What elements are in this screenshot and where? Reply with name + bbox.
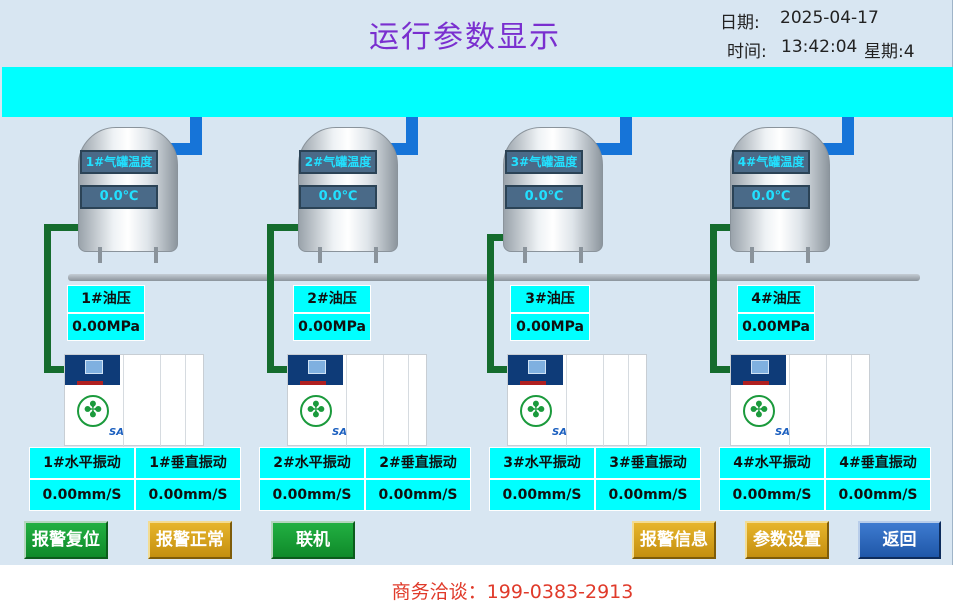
vibration-v-label-3: 3#垂直振动 xyxy=(595,447,701,479)
page-title: 运行参数显示 xyxy=(369,20,561,55)
alarm-reset-button[interactable]: 报警复位 xyxy=(24,521,108,559)
compressor-logo: SA xyxy=(552,427,567,438)
green-pipe-1-top xyxy=(44,224,80,231)
air-compressor-2: ✤ SA xyxy=(287,354,427,447)
green-pipe-4-bottom xyxy=(710,366,732,373)
time-value: 13:42:04 xyxy=(781,37,858,57)
compressor-logo: SA xyxy=(332,427,347,438)
date-value: 2025-04-17 xyxy=(780,8,879,28)
air-compressor-4: ✤ SA xyxy=(730,354,870,447)
vibration-v-label-2: 2#垂直振动 xyxy=(365,447,471,479)
back-button[interactable]: 返回 xyxy=(858,521,941,559)
oil-pressure-label-4: 4#油压 xyxy=(737,285,815,313)
tank-temp-value-2: 0.0℃ xyxy=(299,185,377,209)
header-band xyxy=(2,67,953,117)
vibration-h-label-1: 1#水平振动 xyxy=(29,447,135,479)
oil-pressure-label-1: 1#油压 xyxy=(67,285,145,313)
green-pipe-2-bottom xyxy=(267,366,289,373)
green-pipe-4-v xyxy=(710,224,717,372)
tank-temp-value-4: 0.0℃ xyxy=(732,185,810,209)
tank-temp-label-4: 4#气罐温度 xyxy=(732,150,810,174)
vibration-h-value-3: 0.00mm/S xyxy=(489,479,595,511)
fan-icon: ✤ xyxy=(520,395,552,427)
vibration-h-label-2: 2#水平振动 xyxy=(259,447,365,479)
tank-temp-label-2: 2#气罐温度 xyxy=(299,150,377,174)
hmi-screen: 运行参数显示 日期: 2025-04-17 时间: 13:42:04 星期:4 xyxy=(0,0,953,565)
green-pipe-2-v xyxy=(267,224,274,372)
vibration-v-value-4: 0.00mm/S xyxy=(825,479,931,511)
green-pipe-1-v xyxy=(44,224,51,372)
air-compressor-3: ✤ SA xyxy=(507,354,647,447)
vibration-h-label-3: 3#水平振动 xyxy=(489,447,595,479)
date-label: 日期: xyxy=(720,13,760,33)
green-pipe-1-bottom xyxy=(44,366,66,373)
alarm-normal-button[interactable]: 报警正常 xyxy=(148,521,232,559)
alarm-info-button[interactable]: 报警信息 xyxy=(632,521,716,559)
vibration-v-value-1: 0.00mm/S xyxy=(135,479,241,511)
oil-pressure-label-2: 2#油压 xyxy=(293,285,371,313)
oil-pressure-value-3: 0.00MPa xyxy=(510,313,590,341)
vibration-h-value-2: 0.00mm/S xyxy=(259,479,365,511)
green-pipe-4-top xyxy=(710,224,746,231)
vibration-v-value-2: 0.00mm/S xyxy=(365,479,471,511)
vibration-h-label-4: 4#水平振动 xyxy=(719,447,825,479)
business-contact-footer: 商务洽谈：199-0383-2913 xyxy=(391,581,634,603)
green-pipe-2-top xyxy=(267,224,303,231)
param-settings-button[interactable]: 参数设置 xyxy=(745,521,829,559)
oil-pressure-value-4: 0.00MPa xyxy=(737,313,815,341)
air-compressor-1: ✤ SA xyxy=(64,354,204,447)
compressor-logo: SA xyxy=(109,427,124,438)
tank-temp-label-1: 1#气罐温度 xyxy=(80,150,158,174)
oil-pressure-label-3: 3#油压 xyxy=(510,285,590,313)
tank-temp-label-3: 3#气罐温度 xyxy=(505,150,583,174)
time-label: 时间: xyxy=(727,42,767,62)
fan-icon: ✤ xyxy=(300,395,332,427)
vibration-v-label-1: 1#垂直振动 xyxy=(135,447,241,479)
vibration-v-value-3: 0.00mm/S xyxy=(595,479,701,511)
oil-pressure-value-2: 0.00MPa xyxy=(293,313,371,341)
green-pipe-3-bottom xyxy=(487,366,509,373)
compressor-logo: SA xyxy=(775,427,790,438)
fan-icon: ✤ xyxy=(743,395,775,427)
fan-icon: ✤ xyxy=(77,395,109,427)
weekday-label: 星期:4 xyxy=(864,42,915,62)
tank-temp-value-1: 0.0℃ xyxy=(80,185,158,209)
tank-temp-value-3: 0.0℃ xyxy=(505,185,583,209)
vibration-h-value-1: 0.00mm/S xyxy=(29,479,135,511)
manifold-pipe xyxy=(68,274,920,281)
oil-pressure-value-1: 0.00MPa xyxy=(67,313,145,341)
vibration-h-value-4: 0.00mm/S xyxy=(719,479,825,511)
green-pipe-3-v xyxy=(487,234,494,372)
vibration-v-label-4: 4#垂直振动 xyxy=(825,447,931,479)
online-button[interactable]: 联机 xyxy=(271,521,355,559)
